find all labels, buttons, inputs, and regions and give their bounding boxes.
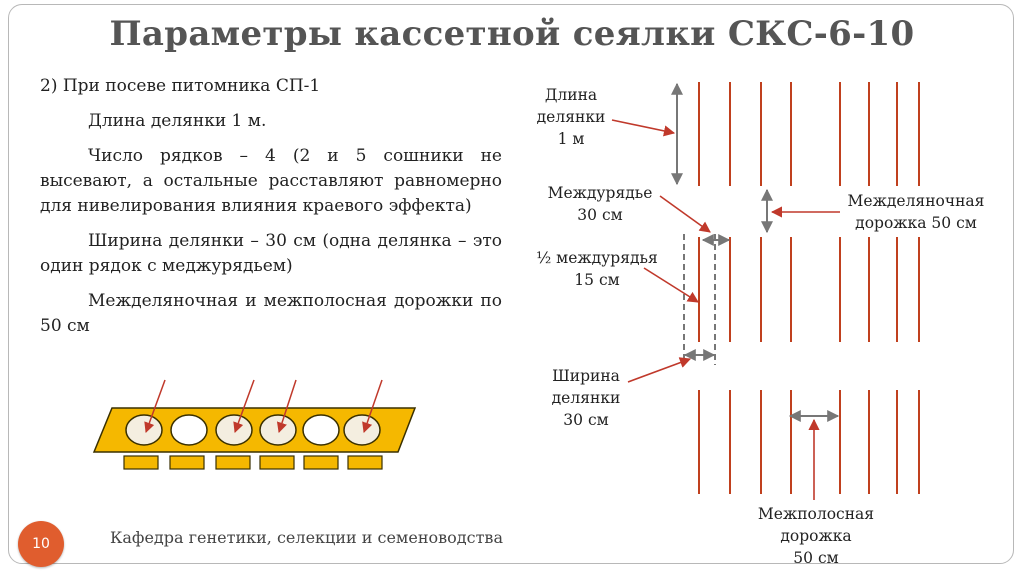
page-number-badge: 10 [18, 521, 64, 567]
footer-text: Кафедра генетики, селекции и семеноводст… [110, 528, 503, 547]
strip-top [698, 82, 920, 186]
label-strip-path: Межполосная дорожка 50 см [757, 505, 875, 567]
pointer-arrows [611, 119, 840, 500]
arrow-plot-length [611, 119, 676, 137]
strip-bottom [698, 390, 920, 494]
label-plot-length: Длина делянки 1 м [536, 86, 606, 148]
paragraph-paths: Меж­деляночная и межполосная дорожки по … [40, 291, 502, 336]
paragraph-row-count: Число рядков – 4 (2 и 5 сошники не высев… [40, 146, 502, 216]
paragraph-plot-length: Длина делянки 1 м. [88, 111, 267, 131]
label-plot-width: Ширина делянки 30 см [551, 367, 621, 429]
label-plot-path: Меж­деляночная дорожка 50 см [847, 192, 985, 232]
slide-frame [8, 4, 1014, 564]
slide-title: Параметры кассетной сеялки СКС-6-10 [109, 14, 915, 54]
arrow-half-spacing [643, 267, 699, 303]
strip-middle [698, 237, 920, 342]
paragraph-intro: 2) При посеве питомника СП-1 [40, 76, 321, 96]
arrow-row-spacing [659, 195, 711, 233]
measurement-markers [671, 82, 840, 422]
cassette-illustration [92, 379, 417, 470]
body-text: 2) При посеве питомника СП-1 Длина делян… [40, 74, 502, 349]
plot-rows [698, 82, 920, 494]
label-half-spacing: ½ междурядья 15 см [536, 249, 658, 289]
paragraph-plot-width: Ширина делянки – 30 см (одна делянка – э… [40, 231, 502, 276]
arrow-plot-width [627, 357, 692, 383]
label-row-spacing: Междурядье 30 см [547, 184, 653, 224]
